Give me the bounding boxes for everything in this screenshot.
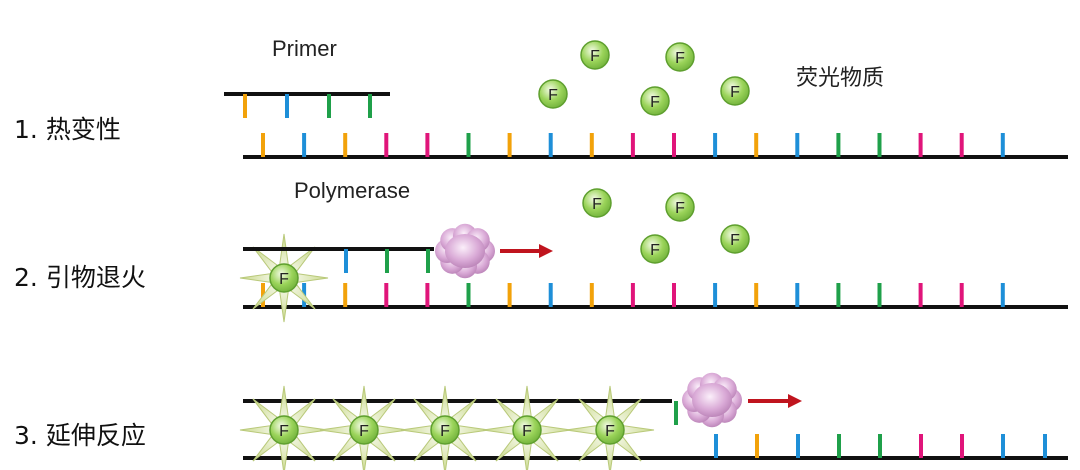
step3-released-fluorophore-symbol: F: [522, 423, 532, 440]
free-fluorophore: [665, 42, 695, 72]
step3-released-fluorophore-symbol: F: [279, 423, 289, 440]
step3-released-fluorophore: [269, 415, 299, 445]
free-fluorophore-symbol: F: [730, 232, 740, 249]
step3-direction-arrow-head: [788, 394, 802, 408]
free-fluorophore-symbol: F: [675, 200, 685, 217]
fluorescent-substance-label: 荧光物质: [796, 66, 885, 91]
free-fluorophore-symbol: F: [548, 87, 558, 104]
free-fluorophore: [538, 79, 568, 109]
free-fluorophore-symbol: F: [592, 196, 602, 213]
step-1-text: 热变性: [45, 115, 121, 144]
free-fluorophore: [665, 192, 695, 222]
step-2-label: 2. 引物退火: [14, 258, 146, 294]
step-3-label: 3. 延伸反应: [14, 416, 146, 452]
step3-polymerase: [682, 372, 742, 428]
primer-label: Primer: [272, 36, 337, 61]
free-fluorophore: [580, 40, 610, 70]
step2-released-fluorophore-symbol: F: [279, 271, 289, 288]
step3-released-fluorophore: [430, 415, 460, 445]
step2-polymerase-core: [445, 234, 485, 268]
free-fluorophore: [640, 86, 670, 116]
step3-released-fluorophore-symbol: F: [605, 423, 615, 440]
step-2-text: 引物退火: [45, 263, 146, 292]
step3-polymerase-core: [692, 383, 732, 417]
step-1-number: 1.: [14, 115, 38, 144]
step-3-number: 3.: [14, 421, 38, 450]
step2-direction-arrow-head: [539, 244, 553, 258]
free-fluorophore: [640, 234, 670, 264]
free-fluorophore-symbol: F: [650, 94, 660, 111]
free-fluorophore: [582, 188, 612, 218]
free-fluorophore: [720, 224, 750, 254]
step3-released-fluorophore-symbol: F: [359, 423, 369, 440]
step2-released-fluorophore: [269, 263, 299, 293]
polymerase-label: Polymerase: [294, 178, 411, 203]
step2-polymerase: [435, 223, 495, 279]
step3-released-fluorophore-symbol: F: [440, 423, 450, 440]
step-2-number: 2.: [14, 263, 38, 292]
free-fluorophore: [720, 76, 750, 106]
step-1-label: 1. 热变性: [14, 110, 121, 146]
step3-released-fluorophore: [512, 415, 542, 445]
free-fluorophore-symbol: F: [730, 84, 740, 101]
free-fluorophore-symbol: F: [675, 50, 685, 67]
step-3-text: 延伸反应: [45, 421, 146, 450]
step3-released-fluorophore: [349, 415, 379, 445]
free-fluorophore-symbol: F: [590, 48, 600, 65]
free-fluorophore-symbol: F: [650, 242, 660, 259]
step3-released-fluorophore: [595, 415, 625, 445]
